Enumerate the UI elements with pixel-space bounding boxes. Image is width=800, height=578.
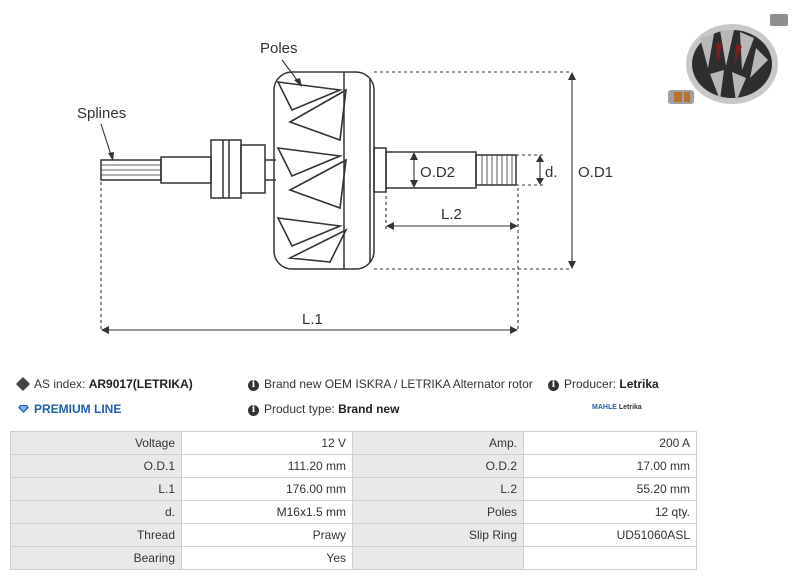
- spec-value: M16x1.5 mm: [181, 500, 353, 524]
- spec-label: L.1: [10, 477, 182, 501]
- info-icon: i: [248, 405, 259, 416]
- splines-label: Splines: [77, 105, 126, 122]
- spec-value: 12 qty.: [523, 500, 697, 524]
- diamond-icon: [18, 405, 29, 413]
- bearing-collar: [210, 139, 242, 199]
- spec-value: 17.00 mm: [523, 454, 697, 478]
- info-icon: i: [548, 380, 559, 391]
- premium-line-badge: PREMIUM LINE: [18, 402, 121, 416]
- l2-label: L.2: [441, 206, 462, 223]
- shaft: [160, 156, 212, 184]
- logo-sub: Letrika: [618, 404, 642, 411]
- product-type-value: Brand new: [338, 402, 400, 416]
- pole-claws: [276, 81, 348, 263]
- spec-label: Voltage: [10, 431, 182, 455]
- tag-icon: [15, 376, 31, 392]
- spec-value: 200 A: [523, 431, 697, 455]
- od2-label: O.D2: [420, 164, 455, 181]
- spec-value: Prawy: [181, 523, 353, 547]
- spec-value: 176.00 mm: [181, 477, 353, 501]
- d-label: d.: [545, 164, 558, 181]
- spec-value: 12 V: [181, 431, 353, 455]
- spec-label: O.D.1: [10, 454, 182, 478]
- spec-label: Amp.: [352, 431, 524, 455]
- spec-value: Yes: [181, 546, 353, 570]
- info-icon: i: [248, 380, 259, 391]
- collar-right: [373, 147, 387, 193]
- splines-leader: [100, 123, 113, 159]
- spec-label: Slip Ring: [352, 523, 524, 547]
- spec-label: [352, 546, 524, 570]
- spec-label: L.2: [352, 477, 524, 501]
- spec-label: O.D.2: [352, 454, 524, 478]
- poles-label: Poles: [260, 40, 298, 57]
- rotor-technical-drawing: Poles Splines O.D1 O.D2 d. L.2 L.1: [77, 40, 613, 334]
- spec-label: Bearing: [10, 546, 182, 570]
- spec-value: UD51060ASL: [523, 523, 697, 547]
- mahle-letrika-logo: MAHLE Letrika: [592, 404, 642, 411]
- od1-label: O.D1: [578, 164, 613, 181]
- spec-value: [523, 546, 697, 570]
- threaded-end: [475, 154, 517, 186]
- as-index-value: AR9017(LETRIKA): [88, 377, 193, 391]
- rotor-product-photo: [668, 14, 788, 104]
- l1-label: L.1: [302, 311, 323, 328]
- spacer: [240, 144, 266, 194]
- producer-value: Letrika: [619, 377, 659, 391]
- spec-value: 55.20 mm: [523, 477, 697, 501]
- spec-value: 111.20 mm: [181, 454, 353, 478]
- spec-label: d.: [10, 500, 182, 524]
- spec-label: Thread: [10, 523, 182, 547]
- as-index: AS index: AR9017(LETRIKA): [15, 376, 193, 392]
- spec-label: Poles: [352, 500, 524, 524]
